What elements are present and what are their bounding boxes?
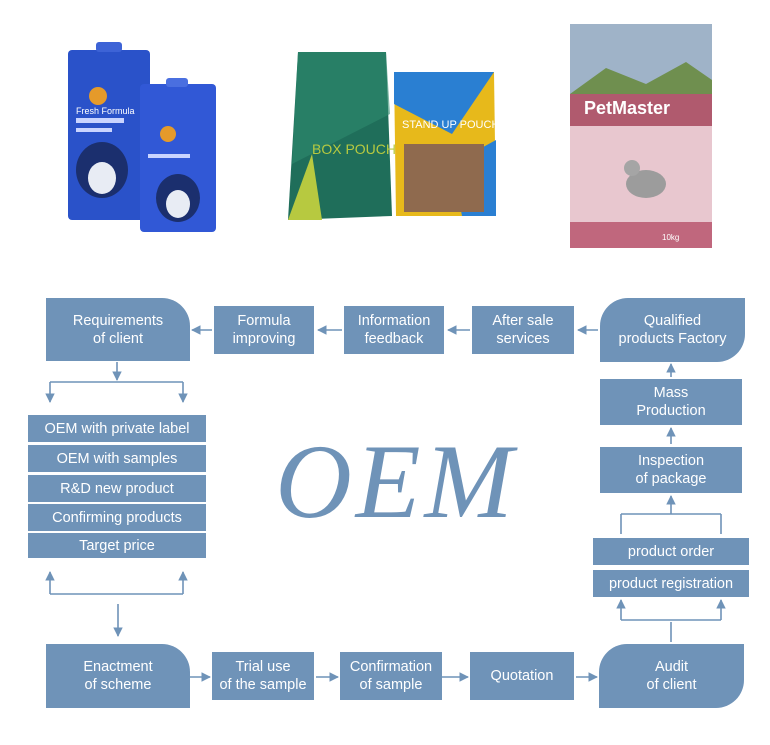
option-oem-private-label: OEM with private label bbox=[28, 415, 206, 442]
step-enactment-of-scheme: Enactment of scheme bbox=[46, 644, 190, 708]
option-target-price: Target price bbox=[28, 533, 206, 558]
pouch-bags-photo: BOX POUCH STAND UP POUCH bbox=[288, 52, 499, 220]
step-confirmation-of-sample: Confirmation of sample bbox=[340, 652, 442, 700]
stand-up-pouch-text: STAND UP POUCH bbox=[402, 119, 499, 131]
oem-center-label: OEM bbox=[275, 423, 517, 540]
pet-weight-text: 10kg bbox=[662, 233, 679, 242]
step-mass-production: Mass Production bbox=[600, 379, 742, 425]
step-qualified-products-factory: Qualified products Factory bbox=[600, 298, 745, 362]
pet-brand-text: PetMaster bbox=[584, 98, 670, 118]
option-oem-with-samples: OEM with samples bbox=[28, 445, 206, 472]
step-trial-use-of-sample: Trial use of the sample bbox=[212, 652, 314, 700]
step-quotation: Quotation bbox=[470, 652, 574, 700]
step-formula-improving: Formula improving bbox=[214, 306, 314, 354]
cat-food-bag-photo: PetMaster 10kg bbox=[570, 24, 712, 248]
dog-bag-label: Fresh Formula bbox=[76, 106, 135, 116]
step-product-registration: product registration bbox=[593, 570, 749, 597]
dog-food-bags-photo: Fresh Formula bbox=[68, 42, 216, 232]
step-requirements-of-client: Requirements of client bbox=[46, 298, 190, 361]
option-rd-new-product: R&D new product bbox=[28, 475, 206, 502]
step-product-order: product order bbox=[593, 538, 749, 565]
step-after-sale-services: After sale services bbox=[472, 306, 574, 354]
box-pouch-text: BOX POUCH bbox=[312, 141, 396, 157]
step-audit-of-client: Audit of client bbox=[599, 644, 744, 708]
step-information-feedback: Information feedback bbox=[344, 306, 444, 354]
step-inspection-of-package: Inspection of package bbox=[600, 447, 742, 493]
option-confirming-products: Confirming products bbox=[28, 504, 206, 531]
